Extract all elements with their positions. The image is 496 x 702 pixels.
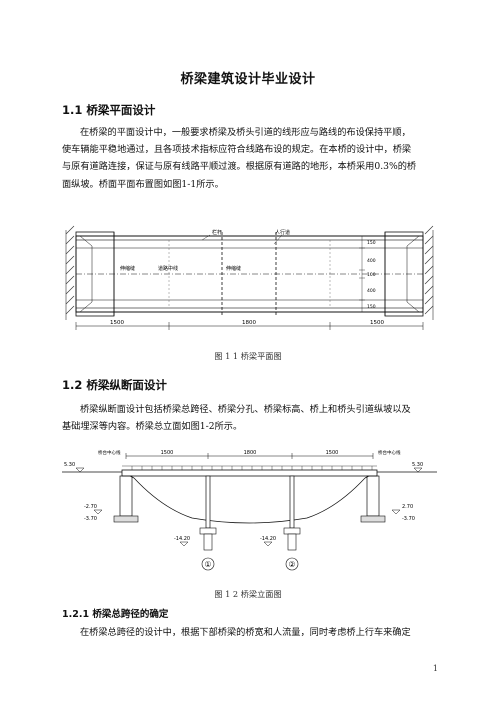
pier-1-marker	[201, 557, 215, 571]
elev-span-3: 1500	[326, 450, 339, 456]
abutment-right	[366, 475, 380, 517]
abutment-footing-right	[360, 515, 386, 523]
para-line: 在桥梁的平面设计中，一般要求桥梁及桥头引道的线形应与路线的布设保持平顺，	[80, 127, 411, 138]
deck-railing-posts	[122, 465, 377, 470]
document-title: 桥梁建筑设计毕业设计	[180, 72, 316, 87]
para-line: 基础埋深等内容。桥梁总立面如图1-2所示。	[62, 421, 243, 433]
dim-right-1: 150	[367, 240, 376, 246]
dim-right-4: 400	[367, 288, 376, 294]
abutment-left	[119, 475, 133, 517]
pier-1-cap	[199, 527, 217, 535]
pier-2-cap	[283, 527, 301, 535]
dim-right-2: 400	[367, 258, 376, 264]
right-abutment-note: 桥台中心线	[378, 449, 401, 456]
section-heading-1-2-1: 1.2.1 桥梁总跨径的确定	[62, 609, 169, 620]
section-1-2-1-paragraph: 在桥梁总跨径的设计中，根据下部桥梁的桥宽和人流量，同时考虑桥上行车来确定	[62, 624, 436, 641]
figure-1-1-caption: 图 1 1 桥梁平面图	[214, 351, 282, 361]
para-line: 与原有道路连接，保证与原有线路平顺过渡。根据原有道路的地形，本桥采用0.3%的桥	[62, 161, 417, 173]
label-railing: 栏杆	[212, 229, 222, 236]
bridge-deck	[121, 469, 378, 477]
pier-2-pile	[287, 533, 297, 551]
bridge-elevation-figure: 1500 1800 1500 桥台中心线 桥台中心线 5.30 5.30 -2.…	[62, 449, 437, 571]
elev-right-top: 5.30	[412, 462, 423, 468]
elev-left-low2: -3.70	[84, 516, 97, 522]
pier-1-number: ①	[204, 560, 211, 569]
pier-1	[205, 475, 211, 529]
left-abutment-note: 桥台中心线	[98, 449, 121, 456]
approach-hatching-left	[65, 225, 75, 320]
pier-2-number: ②	[288, 560, 295, 569]
section-1-1-paragraph: 在桥梁的平面设计中，一般要求桥梁及桥头引道的线形应与路线的布设保持平顺， 使车辆…	[62, 124, 436, 193]
span-1-dim: 1500	[110, 320, 124, 326]
abutment-footing-left	[113, 515, 139, 523]
span-2-dim: 1800	[242, 320, 256, 326]
para-line: 在桥梁总跨径的设计中，根据下部桥梁的桥宽和人流量，同时考虑桥上行车来确定	[80, 627, 411, 638]
elev-right-low2: -3.70	[402, 516, 415, 522]
pier-2-marker	[285, 557, 299, 571]
approach-hatching-right	[424, 225, 434, 320]
pier-2	[289, 475, 295, 529]
figure-1-2-caption: 图 1 2 桥梁立面图	[214, 589, 282, 599]
para-line: 面纵坡。桥面平面布置图如图1-1所示。	[62, 178, 224, 190]
elev-span-1: 1500	[161, 450, 174, 456]
dim-right-3: 100	[367, 272, 376, 278]
riverbed-line	[133, 477, 366, 524]
label-centerline: 道路中线	[158, 265, 178, 272]
para-line: 使车辆能平稳地通过，且各项技术指标应符合线路布设的规定。在本桥的设计中，桥梁	[62, 144, 412, 156]
label-sidewalk: 人行道	[275, 229, 290, 236]
span-3-dim: 1500	[370, 320, 384, 326]
dim-right-5: 150	[367, 304, 376, 310]
elev-left-low1: -2.70	[84, 504, 97, 510]
abutment-wing-left	[79, 235, 93, 313]
elev-span-2: 1800	[244, 450, 257, 456]
label-expansion-joint-left: 伸缩缝	[120, 265, 135, 272]
abutment-wing-right	[406, 235, 420, 313]
label-expansion-joint-right: 伸缩缝	[226, 265, 241, 272]
elev-right-low1: 2.70	[402, 504, 413, 510]
para-line: 桥梁纵断面设计包括桥梁总跨径、桥梁分孔、桥梁标高、桥上和桥头引道纵坡以及	[80, 404, 411, 415]
pile-left-elev: -14.20	[174, 536, 190, 542]
page-number: 1	[432, 664, 438, 673]
bridge-plan-figure: 栏杆 人行道 伸缩缝 道路中线 伸缩缝 150 400 100 400 150 …	[65, 225, 434, 330]
pier-1-pile	[203, 533, 213, 551]
pile-right-elev: -14.20	[260, 536, 276, 542]
section-heading-1-1: 1.1 桥梁平面设计	[62, 103, 156, 117]
section-heading-1-2: 1.2 桥梁纵断面设计	[62, 378, 167, 392]
elev-left-top: 5.30	[64, 462, 75, 468]
section-1-2-paragraph: 桥梁纵断面设计包括桥梁总跨径、桥梁分孔、桥梁标高、桥上和桥头引道纵坡以及 基础埋…	[62, 401, 436, 435]
